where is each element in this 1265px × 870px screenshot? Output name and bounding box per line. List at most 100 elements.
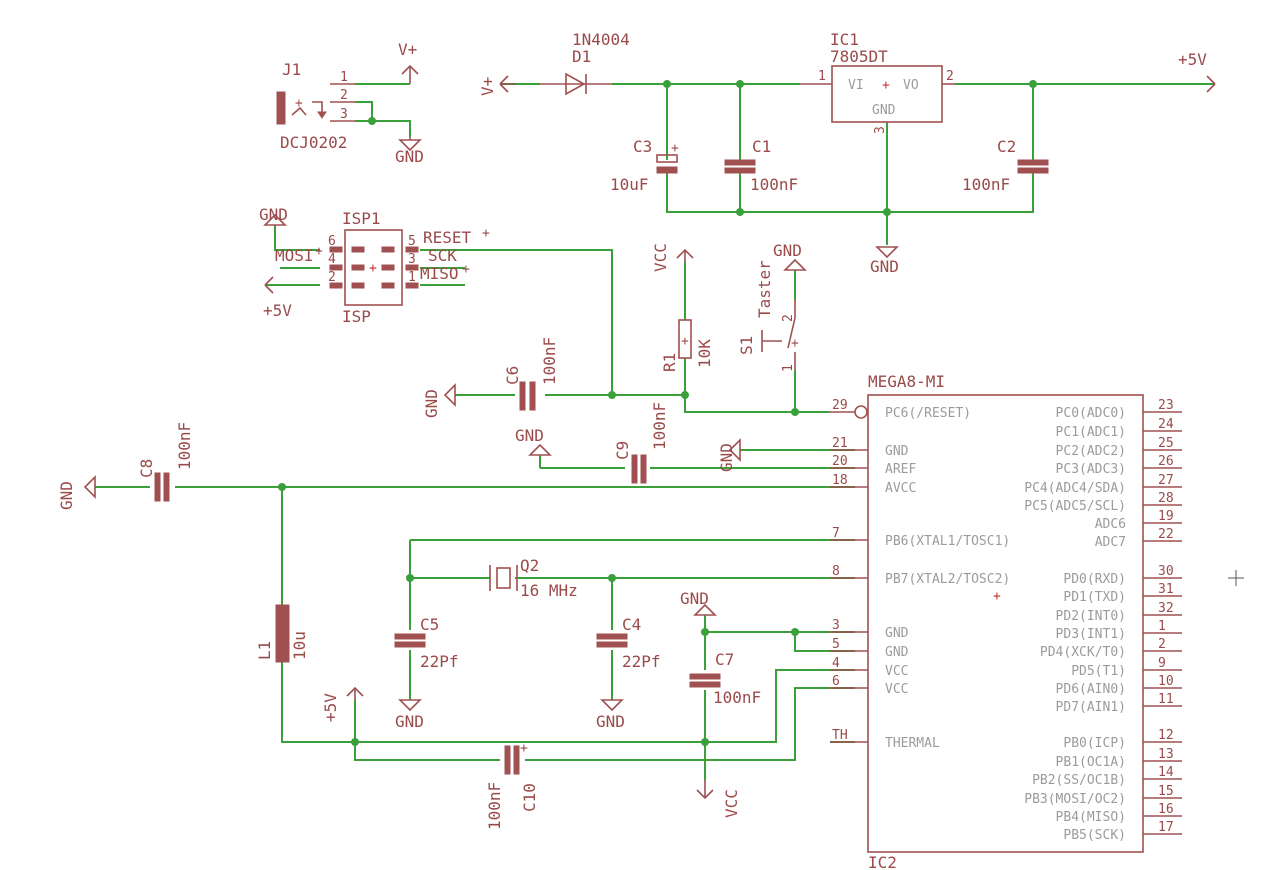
mcu-pin-name: VCC [885, 664, 908, 679]
c4-value: 22Pf [622, 652, 661, 671]
j1-label: J1 [282, 60, 301, 79]
isp-pin-4: 4 [328, 252, 336, 267]
ic1-regulator: IC1 7805DT VI VO GND + 1 2 3 [800, 30, 955, 134]
c5-capacitor: C5 22Pf [394, 615, 459, 671]
c5-value: 22Pf [420, 652, 459, 671]
mcu-left-pins: 29PC6(/RESET)21GND20AREF18AVCC7PB6(XTAL1… [830, 398, 1010, 751]
c2-label: C2 [997, 137, 1016, 156]
gnd-j1: GND [395, 147, 424, 166]
isp-mosi-label: MOSI [275, 246, 314, 265]
ic2-value: MEGA8-MI [868, 372, 945, 391]
mcu-pin-number: 20 [832, 454, 848, 469]
isp-pin-2: 2 [328, 270, 336, 285]
mcu-pin-number: 4 [832, 656, 840, 671]
isp-pin-6: 6 [328, 234, 336, 249]
mcu-pin-name: GND [885, 626, 909, 641]
mcu-pin-name: PB3(MOSI/OC2) [1024, 792, 1126, 807]
c10-value: 100nF [485, 782, 504, 830]
svg-text:+: + [462, 262, 470, 277]
l1-value: 10u [290, 631, 309, 660]
mcu-pin-name: PC5(ADC5/SCL) [1024, 499, 1126, 514]
mcu-pin-name: PB1(OC1A) [1056, 755, 1126, 770]
mcu-pin-number: 22 [1158, 527, 1174, 542]
svg-text:+: + [295, 96, 303, 111]
c4-capacitor: C4 22Pf [596, 615, 661, 671]
mcu-pin-name: PB5(SCK) [1063, 828, 1126, 843]
c1-value: 100nF [750, 175, 798, 194]
j1-value: DCJ0202 [280, 133, 347, 152]
gnd-c9: GND [515, 426, 544, 445]
mcu-pin-number: 19 [1158, 509, 1174, 524]
c7-capacitor: C7 100nF [689, 650, 761, 707]
mcu-pin-number: 32 [1158, 601, 1174, 616]
c4-label: C4 [622, 615, 641, 634]
ic1-value: 7805DT [830, 47, 888, 66]
c1-label: C1 [752, 137, 771, 156]
c3-capacitor: + C3 10uF [610, 137, 679, 194]
mcu-pin-name: PC0(ADC0) [1056, 406, 1126, 421]
mcu-pin-name: PC3(ADC3) [1056, 462, 1126, 477]
mcu-pin-number: TH [832, 728, 848, 743]
s1-pin-1: 1 [781, 364, 796, 372]
mcu-pin-name: PD3(INT1) [1056, 627, 1126, 642]
r1-value: 10K [695, 339, 714, 368]
c8-capacitor: C8 100nF [137, 422, 194, 502]
mcu-pin-number: 9 [1158, 656, 1166, 671]
gnd-isp: GND [259, 205, 288, 224]
mcu-pin-name: PD5(T1) [1071, 664, 1126, 679]
mcu-pin-name: GND [885, 645, 909, 660]
mcu-pin-name: AVCC [885, 481, 916, 496]
gnd-c4: GND [596, 712, 625, 731]
j1-pin-2: 2 [340, 88, 348, 103]
isp-header: + ISP1 ISP 6 4 2 5 3 1 RESET + SCK MISO … [275, 209, 490, 326]
ic1-pin-2: 2 [946, 69, 954, 84]
isp-sck-label: SCK [428, 246, 457, 265]
gnd-ic1: GND [870, 257, 899, 276]
mcu-pin-number: 21 [832, 436, 848, 451]
plus5v-isp: +5V [263, 301, 292, 320]
ic1-label: IC1 [830, 30, 859, 49]
c3-value: 10uF [610, 175, 649, 194]
mcu-pin-name: PC2(ADC2) [1056, 444, 1126, 459]
svg-text:+: + [791, 336, 799, 351]
mcu-pin-number: 8 [832, 564, 840, 579]
mcu-pin-number: 12 [1158, 728, 1174, 743]
r1-label: R1 [660, 353, 679, 372]
svg-text:+: + [315, 244, 323, 259]
c6-capacitor: C6 100nF [503, 337, 559, 411]
mcu-pin-number: 16 [1158, 802, 1174, 817]
isp-value: ISP [342, 307, 371, 326]
isp-pin-5: 5 [408, 234, 416, 249]
mcu-pin-number: 6 [832, 674, 840, 689]
ic1-pin-1: 1 [818, 69, 826, 84]
c2-capacitor: C2 100nF [962, 137, 1049, 194]
mcu-pin-name: PD1(TXD) [1063, 590, 1126, 605]
mcu-pin-number: 5 [832, 637, 840, 652]
mcu-pin-number: 30 [1158, 564, 1174, 579]
supply-symbols: V+ GND V+ +5V GND GND +5V VCC GND GND GN… [57, 40, 1216, 818]
mcu-pin-number: 24 [1158, 417, 1174, 432]
d1-diode: 1N4004 D1 [540, 30, 630, 96]
mcu-pin-name: PD4(XCK/T0) [1040, 645, 1126, 660]
l1-label: L1 [255, 641, 274, 660]
c7-label: C7 [715, 650, 734, 669]
s1-label: S1 [737, 336, 756, 355]
c10-capacitor: + 100nF C10 [485, 741, 539, 830]
mcu-pin-name: PB4(MISO) [1056, 810, 1126, 825]
mcu-pin-name: PD2(INT0) [1056, 609, 1126, 624]
ic1-vo: VO [903, 78, 919, 93]
q2-value: 16 MHz [520, 581, 578, 600]
mcu-pin-name: PC4(ADC4/SDA) [1024, 481, 1126, 496]
mcu-pin-number: 13 [1158, 747, 1174, 762]
isp1-label: ISP1 [342, 209, 381, 228]
junctions [278, 80, 1037, 746]
mcu-pin-number: 15 [1158, 784, 1174, 799]
q2-label: Q2 [520, 556, 539, 575]
mcu-pin-number: 11 [1158, 692, 1174, 707]
ic2-name: IC2 [868, 853, 897, 870]
l1-inductor: L1 10u [255, 604, 309, 663]
ic2-mega8: MEGA8-MI IC2 + 29PC6(/RESET)21GND20AREF1… [830, 372, 1182, 870]
gnd-c8: GND [57, 481, 76, 510]
ic1-vi: VI [848, 78, 864, 93]
